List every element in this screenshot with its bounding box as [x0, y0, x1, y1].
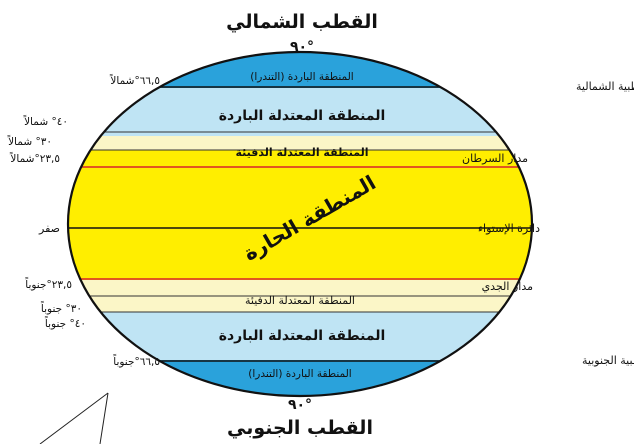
tropic-of-capricorn-label: مدار الجدي: [482, 280, 534, 293]
corner-decoration-line-2: [99, 392, 109, 444]
lat-23s-label: ٢٣,٥°جنوباً: [25, 277, 72, 291]
north-pole-degree: ٩٠°: [290, 39, 314, 55]
tropic-of-cancer-label: مدار السرطان: [462, 152, 528, 165]
south-cold-temperate-label: المنطقة المعتدلة الباردة: [219, 328, 386, 344]
arctic-circle-label: الدائرة القطبية الشمالية: [576, 80, 634, 93]
antarctic-circle-label: الدائرة القطبية الجنوبية: [582, 354, 634, 367]
north-frigid-label: المنطقة الباردة (التندرا): [250, 71, 353, 83]
lat-23n-label: ٢٣,٥°شمالاً: [10, 151, 60, 165]
south-warm-temperate-label: المنطقة المعتدلة الدفيئة: [245, 294, 355, 307]
lat-40s-label: ٤٠° جنوباً: [45, 316, 86, 330]
lat-40n-label: ٤٠° شمالاً: [23, 114, 68, 128]
north-pole-title: القطب الشمالي: [226, 11, 378, 33]
north-cold-temperate-label: المنطقة المعتدلة الباردة: [219, 108, 386, 124]
lat-66n-label: ٦٦,٥°شمالاً: [110, 73, 160, 87]
north-warm-temperate-label: المنطقة المعتدلة الدفيئة: [236, 146, 369, 159]
south-pole-title: القطب الجنوبي: [227, 417, 373, 439]
south-frigid-label: المنطقة الباردة (التندرا): [248, 368, 351, 380]
lat-66s-label: ٦٦,٥°جنوباً: [113, 354, 160, 368]
lat-30s-label: ٣٠° جنوباً: [41, 301, 82, 315]
lat-30n-label: ٣٠° شمالاً: [7, 134, 52, 148]
south-pole-degree: ٩٠°: [288, 397, 312, 413]
corner-decoration-line: [39, 392, 109, 444]
globe-outline: [66, 50, 534, 398]
lat-zero-label: صفر: [38, 222, 60, 235]
equator-label: دائرة الإستواء: [478, 222, 540, 235]
torrid-band: [68, 150, 532, 292]
